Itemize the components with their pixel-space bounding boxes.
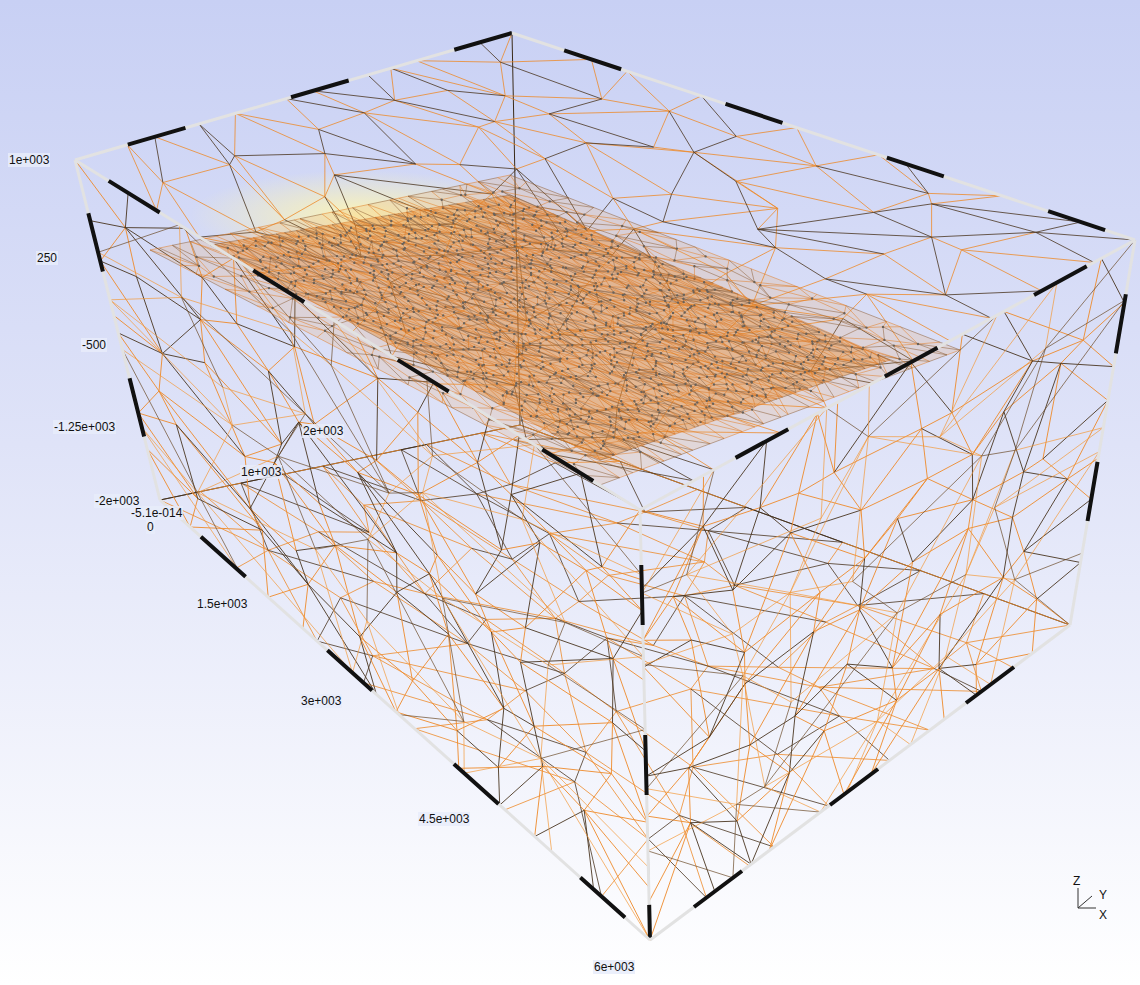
axis-tick-label: 2e+003 bbox=[302, 424, 344, 438]
axis-triad-label: X bbox=[1098, 908, 1108, 922]
axis-ruler-mark bbox=[75, 160, 160, 500]
axis-tick-label: 1e+003 bbox=[240, 465, 282, 479]
box-edge bbox=[512, 33, 1135, 240]
box-edge bbox=[75, 160, 640, 510]
axis-triad bbox=[1078, 888, 1096, 908]
box-edge bbox=[640, 510, 650, 940]
axis-tick-label: -5.1e-014 bbox=[130, 506, 183, 520]
refinement-halo bbox=[150, 175, 960, 485]
box-edge bbox=[640, 240, 1135, 510]
box-edge bbox=[75, 33, 512, 160]
axis-ruler-mark bbox=[160, 500, 650, 940]
axis-ruler-mark bbox=[1070, 240, 1135, 625]
axis-ruler-mark bbox=[512, 33, 1135, 240]
axis-tick-label: 1e+003 bbox=[8, 153, 50, 167]
box-edge bbox=[1070, 240, 1135, 625]
axis-tick-label: 1.5e+003 bbox=[196, 597, 248, 611]
box-edge bbox=[75, 160, 160, 500]
axis-ruler-mark bbox=[640, 510, 650, 940]
axis-ruler-mark bbox=[650, 625, 1070, 940]
axis-triad-label: Z bbox=[1072, 874, 1081, 888]
axis-tick-label: 3e+003 bbox=[300, 694, 342, 708]
axis-ruler-mark bbox=[75, 33, 512, 160]
mesh-edges bbox=[160, 445, 1070, 941]
box-edge bbox=[160, 500, 650, 940]
mesh-edges bbox=[210, 195, 886, 460]
axis-tick-label: 250 bbox=[36, 251, 58, 265]
axis-tick-label: 6e+003 bbox=[593, 960, 635, 974]
mesh-edges bbox=[75, 33, 1135, 510]
mesh-nodes bbox=[227, 200, 872, 452]
axis-triad-label: Y bbox=[1098, 888, 1108, 902]
axis-ruler-mark bbox=[75, 160, 640, 510]
axis-ruler-mark bbox=[640, 240, 1135, 510]
axis-tick-label: -500 bbox=[81, 338, 107, 352]
mesh-edges bbox=[150, 175, 960, 485]
box-edge bbox=[650, 625, 1070, 940]
mesh-edges bbox=[150, 175, 960, 478]
axis-tick-label: -1.25e+003 bbox=[53, 420, 116, 434]
mesh-nodes bbox=[195, 187, 919, 465]
axis-tick-label: 0 bbox=[146, 520, 155, 534]
axis-tick-label: 4.5e+003 bbox=[418, 812, 470, 826]
